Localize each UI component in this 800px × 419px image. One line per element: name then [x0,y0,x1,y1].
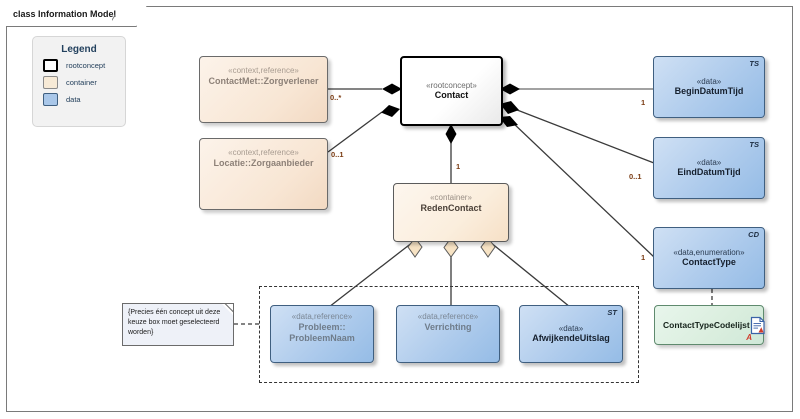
legend-item-rootconcept: rootconcept [43,59,125,72]
legend-label-data: data [66,95,81,104]
class-verrichting[interactable]: «data,reference» Verrichting [396,305,500,363]
class-locatie-stereotype: «context,reference» [228,148,299,157]
multiplicity-locatie-contact: 0..1 [331,150,344,159]
document-icon [750,316,766,335]
multiplicity-contact-reden: 1 [456,162,461,171]
class-begindatumtijd-tag: TS [749,59,759,68]
legend-item-container: container [43,76,125,89]
note-text: {Precies één concept uit deze keuze box … [128,309,221,337]
data-swatch-icon [43,93,58,106]
multiplicity-contact-begindatumtijd: 1 [641,98,646,107]
class-einddatumtijd-name: EindDatumTijd [677,167,741,178]
class-contacttype[interactable]: CD «data,enumeration» ContactType [653,227,765,289]
class-contact-stereotype: «rootconcept» [426,80,477,90]
class-probleem-name-line1: Probleem:: [298,321,346,332]
class-verrichting-stereotype: «data,reference» [417,312,479,321]
class-einddatumtijd-stereotype: «data» [696,157,722,167]
artifact-contacttypecodelijst-label: ContactTypeCodelijst [663,320,750,330]
class-redencontact[interactable]: «container» RedenContact [393,183,509,242]
multiplicity-contact-einddatumtijd: 0..1 [629,172,642,181]
class-begindatumtijd-stereotype: «data» [696,76,722,86]
legend-label-rootconcept: rootconcept [66,61,106,70]
multiplicity-contactmet-contact: 0..* [330,93,342,102]
diagram-title-tab: class Information Model [6,5,148,27]
legend-item-data: data [43,93,125,106]
class-contactmet-stereotype: «context,reference» [228,66,299,75]
class-contact[interactable]: «rootconcept» Contact [400,56,503,126]
class-locatie-zorgaanbieder[interactable]: «context,reference» Locatie::Zorgaanbied… [199,138,328,210]
note-fold-line [221,303,234,316]
class-contactmet-name: ContactMet::Zorgverlener [208,75,319,86]
multiplicity-contact-contacttype: 1 [641,253,646,262]
class-einddatumtijd-tag: TS [749,140,759,149]
choice-box-region [259,286,639,383]
class-contacttype-stereotype: «data,enumeration» [673,247,745,257]
rootconcept-swatch-icon [43,59,58,72]
legend-label-container: container [66,78,97,87]
title-tab-corner [112,6,126,28]
class-contactmet-zorgverlener[interactable]: «context,reference» ContactMet::Zorgverl… [199,56,328,123]
class-afwijkendeuitslag-tag: ST [607,308,617,317]
class-contact-name: Contact [434,90,469,101]
class-locatie-name: Locatie::Zorgaanbieder [213,157,314,168]
class-contacttype-tag: CD [748,230,759,239]
class-afwijkendeuitslag-name: AfwijkendeUitslag [532,333,610,344]
artifact-contacttypecodelijst[interactable]: ContactTypeCodelijst A [654,305,766,345]
legend-title: Legend [61,44,97,55]
class-verrichting-name: Verrichting [424,321,472,332]
class-contacttype-name: ContactType [682,257,736,268]
class-probleem-name-line2: ProbleemNaam [289,332,355,343]
class-probleem-stereotype: «data,reference» [291,312,353,321]
class-afwijkendeuitslag[interactable]: ST «data» AfwijkendeUitslag [519,305,623,363]
legend-panel: Legend rootconcept container data [32,36,126,127]
artifact-marker-a: A [746,333,752,342]
class-afwijkendeuitslag-stereotype: «data» [558,323,584,333]
class-einddatumtijd[interactable]: TS «data» EindDatumTijd [653,137,765,199]
note-choice-constraint: {Precies één concept uit deze keuze box … [122,303,234,346]
class-begindatumtijd-name: BeginDatumTijd [674,86,744,97]
class-probleem-probleemnaam[interactable]: «data,reference» Probleem:: ProbleemNaam [270,305,374,363]
class-redencontact-stereotype: «container» [430,193,472,202]
class-redencontact-name: RedenContact [420,202,482,213]
class-begindatumtijd[interactable]: TS «data» BeginDatumTijd [653,56,765,118]
container-swatch-icon [43,76,58,89]
